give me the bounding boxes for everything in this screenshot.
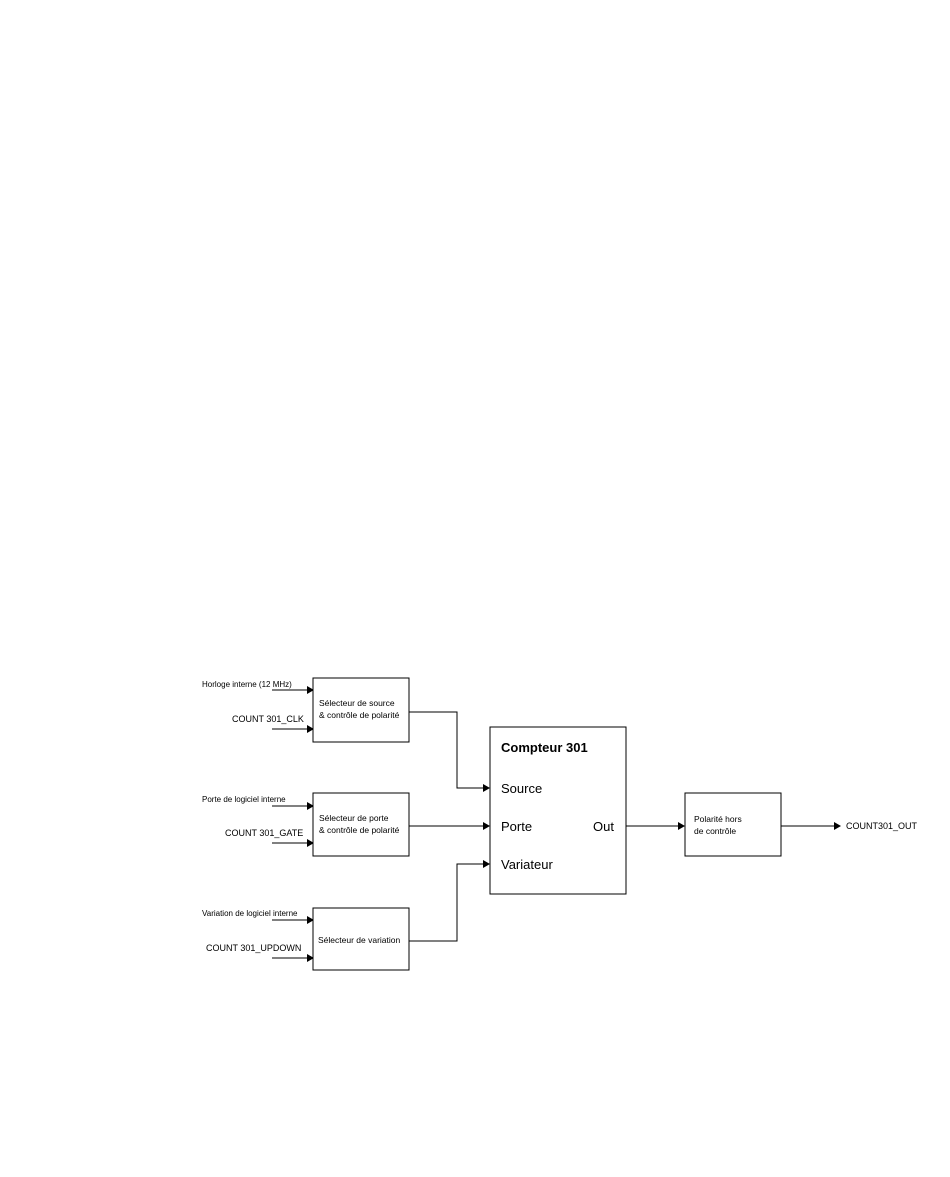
- counter-port-out: Out: [593, 819, 614, 834]
- source-to-counter-wire: [409, 711, 483, 789]
- gate-to-counter-arrow: [483, 822, 490, 830]
- source-selector-block: [312, 677, 410, 743]
- count-updown-label: COUNT 301_UPDOWN: [206, 943, 301, 953]
- counter-port-updown: Variateur: [501, 857, 553, 872]
- source-selector-label-line1: Sélecteur de source: [319, 698, 395, 708]
- gate-selector-block: [312, 792, 410, 857]
- internal-clock-label: Horloge interne (12 MHz): [202, 680, 292, 689]
- count-gate-arrow: [307, 839, 314, 847]
- internal-clock-arrow: [307, 686, 314, 694]
- polarity-out-label-line2: de contrôle: [694, 826, 736, 836]
- updown-selector-label: Sélecteur de variation: [318, 935, 400, 945]
- updown-to-counter-arrow: [483, 860, 490, 868]
- counter-block: [489, 726, 627, 895]
- polarity-out-label-line1: Polarité hors: [694, 814, 742, 824]
- internal-gate-arrow: [307, 802, 314, 810]
- internal-updown-arrow: [307, 916, 314, 924]
- source-to-counter-arrow: [483, 784, 490, 792]
- gate-selector-label-line2: & contrôle de polarité: [319, 825, 400, 835]
- polarity-out-block: [684, 792, 782, 857]
- gate-selector-label-line1: Sélecteur de porte: [319, 813, 389, 823]
- counter-port-gate: Porte: [501, 819, 532, 834]
- output-arrow: [834, 822, 841, 830]
- count-updown-arrow: [307, 954, 314, 962]
- updown-selector-block: [312, 907, 410, 971]
- counter-to-polarity-arrow: [678, 822, 685, 830]
- count-clk-arrow: [307, 725, 314, 733]
- source-selector-label-line2: & contrôle de polarité: [319, 710, 400, 720]
- counter-port-source: Source: [501, 781, 542, 796]
- count-gate-label: COUNT 301_GATE: [225, 828, 303, 838]
- count-out-label: COUNT301_OUT: [846, 821, 918, 831]
- count-clk-label: COUNT 301_CLK: [232, 714, 304, 724]
- internal-updown-label: Variation de logiciel interne: [202, 909, 298, 918]
- internal-gate-label: Porte de logiciel interne: [202, 795, 286, 804]
- counter-title: Compteur 301: [501, 740, 588, 755]
- updown-to-counter-wire: [409, 863, 483, 942]
